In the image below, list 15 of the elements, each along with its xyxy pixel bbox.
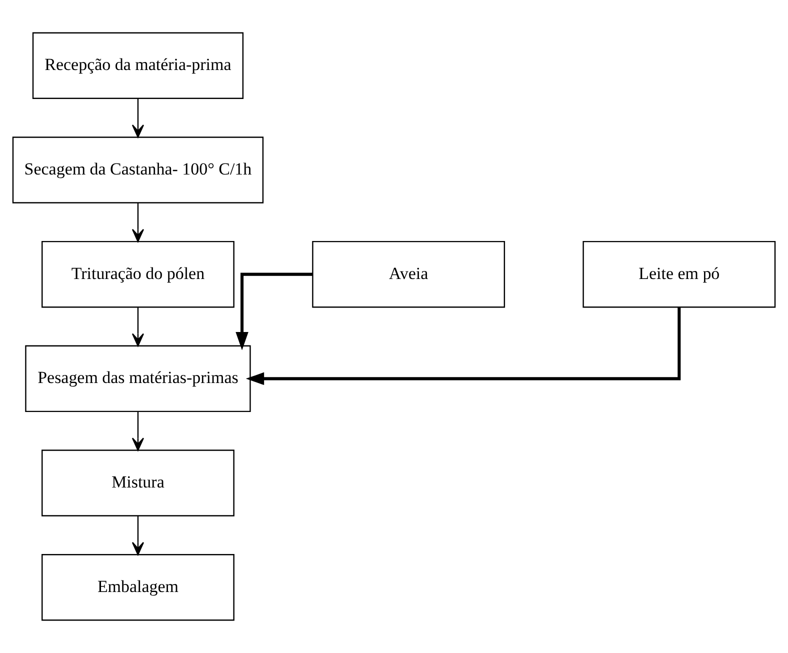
- arrow: [132, 412, 144, 451]
- node-box: Trituração do pólen: [42, 240, 234, 308]
- node-box: Secagem da Castanha- 100° C/1h: [12, 136, 264, 204]
- node-box: Leite em pó: [582, 240, 776, 308]
- arrow: [246, 307, 681, 386]
- node-box: Aveia: [312, 240, 506, 308]
- arrow: [236, 272, 313, 350]
- arrow: [132, 307, 144, 346]
- arrow: [132, 516, 144, 556]
- node-box: Pesagem das matérias-primas: [25, 345, 251, 412]
- node-box: Recepção da matéria-prima: [32, 32, 244, 99]
- node-box: Embalagem: [42, 554, 234, 621]
- node-box: Mistura: [42, 450, 234, 516]
- arrow: [132, 98, 144, 138]
- arrow: [132, 202, 144, 242]
